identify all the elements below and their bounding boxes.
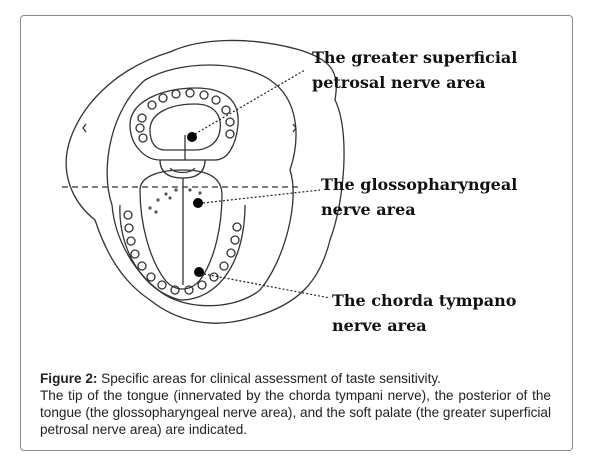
upper-teeth [135,88,235,143]
chorda-leader [203,273,331,299]
petrosal-area-label: The greater superficial petrosal nerve a… [312,48,518,92]
upper-arch [129,87,239,161]
petrosal-leader [194,69,306,135]
papillae-dots [148,188,202,214]
tongue [139,169,223,290]
chorda-tympano-area-label: The chorda tympano nerve area [332,291,517,335]
glosso-point [193,198,203,208]
uvula [159,159,206,179]
figure-frame [20,15,573,451]
petrosal-point [187,132,197,142]
caption-body: The tip of the tongue (innervated by the… [40,388,551,437]
caption-title: Specific areas for clinical assessment o… [97,371,441,386]
upper-palate [149,103,221,151]
mouth-outline [106,64,297,307]
face-outline [65,39,345,324]
lower-teeth [123,210,242,295]
glossopharyngeal-area-label: The glossopharyngeal nerve area [321,175,518,219]
figure-caption: Figure 2: Specific areas for clinical as… [40,370,551,438]
lower-arch [119,204,246,301]
figure-number: Figure 2: [40,371,98,386]
chorda-point [194,267,204,277]
glosso-leader [202,189,321,204]
